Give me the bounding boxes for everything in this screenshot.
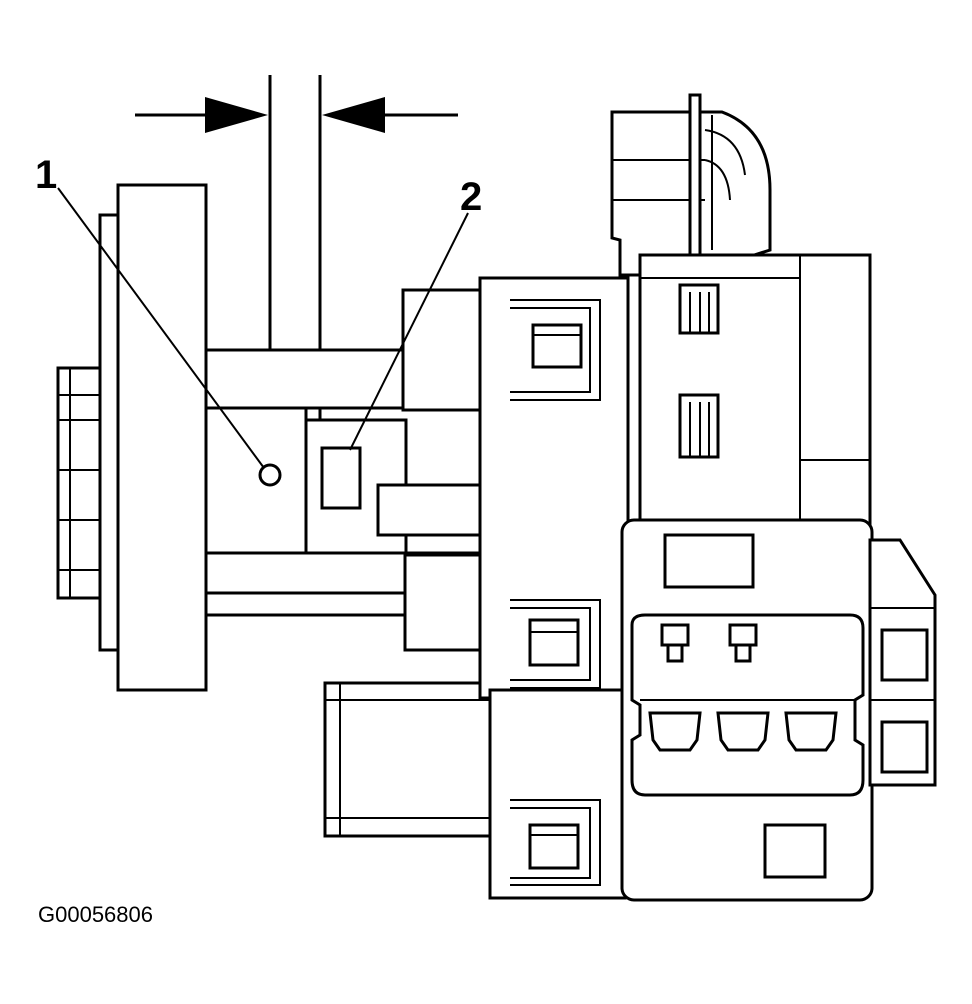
- lower-collar: [403, 553, 487, 652]
- body-shaft: [204, 288, 487, 652]
- callout-1-label: 1: [35, 153, 57, 197]
- figure-id: G00056806: [38, 902, 153, 927]
- upper-pins: [660, 623, 758, 663]
- hood-pin: [688, 93, 702, 277]
- left-end-plate: [116, 183, 208, 692]
- callout-2-leader: [349, 212, 469, 451]
- callout-1: 1: [35, 153, 265, 469]
- right-connector: [620, 253, 937, 902]
- latch-window-upper: [531, 323, 583, 369]
- right-housing-upper: [638, 253, 872, 527]
- side-clip-window-upper: [880, 628, 929, 682]
- side-clip-window-lower: [880, 720, 929, 774]
- callout-2-label: 2: [460, 175, 482, 219]
- center-block: [204, 406, 308, 555]
- side-rib: [376, 483, 485, 537]
- top-hood-connector: [610, 93, 772, 277]
- arrow-right-head: [322, 97, 385, 133]
- lock-window: [763, 823, 827, 879]
- lower-connector-body: [323, 681, 497, 838]
- shaft-collar: [401, 288, 485, 412]
- label-window: [663, 533, 755, 589]
- left-housing: [56, 183, 208, 692]
- measure-point-1: [258, 463, 282, 487]
- main-connector: [478, 276, 630, 900]
- lower-terminals: [648, 711, 838, 752]
- lower-left-connector: [323, 681, 497, 838]
- callout-1-leader: [57, 187, 265, 469]
- latch-window-lower: [528, 823, 580, 870]
- callout-2: 2: [349, 175, 482, 451]
- latch-window-middle: [528, 618, 580, 667]
- arrow-left-head: [205, 97, 268, 133]
- measure-point-2: [320, 446, 362, 510]
